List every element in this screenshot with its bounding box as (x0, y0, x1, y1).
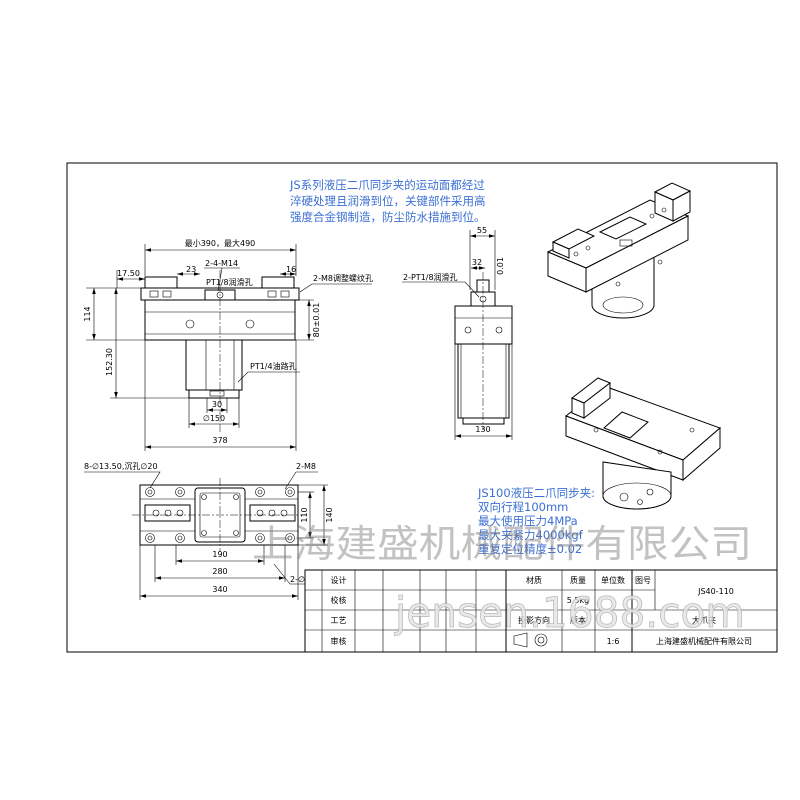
dim-190: 190 (212, 550, 227, 559)
spec-title: JS100液压二爪同步夹: (477, 486, 595, 500)
front-jaw-left (144, 276, 178, 289)
label-counterbore: 8-∅13.50,沉孔∅20 (84, 462, 158, 471)
label-lube-hole: PT1/8润滑孔 (206, 277, 253, 287)
row-label-process: 工艺 (331, 616, 347, 625)
projection-label: 投影方向 (518, 615, 550, 625)
dim-17-50: 17.50 (117, 269, 140, 278)
dim-152-30: 152.30 (105, 348, 114, 376)
bottom-view (132, 478, 306, 552)
part-name: 大爪夹 (692, 615, 716, 625)
dim-16: 16 (286, 265, 296, 274)
iso1-rail-front (547, 251, 587, 293)
side-cylinder-base (462, 417, 505, 425)
front-bolt-hole (245, 319, 255, 329)
counterbore-holes (145, 487, 295, 543)
label-adjust-holes: 2-M8调整螺纹孔 (313, 273, 373, 283)
iso1-center-boss (598, 216, 648, 240)
dim-tolerance: 0.01 (496, 257, 505, 275)
dim-114: 114 (83, 306, 92, 321)
label-oil-port: PT1/4油路孔 (250, 361, 297, 371)
title-block: 设计 校核 工艺 审核 材质 质量 单位数 图号 JS40-110 5.5kg … (304, 569, 778, 653)
dim-378: 378 (212, 436, 227, 445)
label-thread-holes: 2-4-M14 (205, 259, 238, 268)
front-jaw-right (261, 276, 295, 289)
side-upper-body (454, 305, 513, 345)
spec-line: 最大使用压力4MPa (478, 514, 578, 528)
row-label-design: 设计 (331, 575, 347, 585)
watermark-site: jensen.1688.com (394, 588, 745, 637)
note-top-line: 淬硬处理且润滑到位，关键部件采用高 (290, 194, 486, 208)
front-view (140, 270, 300, 432)
dim-130: 130 (475, 425, 490, 434)
side-view-dimensions: 55 32 0.01 2-PT1/8润滑孔 130 (402, 226, 513, 440)
side-cylinder-body (457, 343, 510, 419)
label-side-lube-holes: 2-PT1/8润滑孔 (403, 272, 458, 282)
spec-line: 双向行程100mm (478, 500, 568, 514)
note-top-line: JS系列液压二爪同步夹的运动面都经过 (289, 178, 485, 192)
mass-label: 质量 (570, 575, 586, 585)
front-bolt-hole (185, 319, 195, 329)
dim-dia-150: ∅150 (203, 414, 225, 423)
mass-value: 5.5kg (567, 596, 589, 605)
drawing-no-label: 图号 (635, 576, 651, 585)
dim-80-tol: 80±0.01 (312, 303, 321, 338)
front-cylinder-base (188, 389, 240, 399)
projection-symbol-icon (513, 632, 548, 648)
row-label-check: 校核 (331, 595, 347, 605)
dim-340: 340 (212, 585, 227, 594)
note-top-line: 强度合金钢制造，防尘防水措施到位。 (290, 210, 486, 224)
material-label: 材质 (526, 575, 542, 585)
drawing-number: JS40-110 (697, 587, 734, 596)
dim-23: 23 (186, 265, 196, 274)
watermark-company: 上海建盛机械配件有限公司 (252, 522, 752, 566)
isometric-view-top (546, 182, 692, 319)
spec-note: JS100液压二爪同步夹: 双向行程100mm 最大使用压力4MPa 最大夹紧力… (477, 486, 595, 556)
bottom-jaw-slot-left (144, 504, 191, 522)
iso2-rail-side (682, 426, 721, 482)
dim-32: 32 (472, 258, 482, 267)
dim-280: 280 (212, 567, 227, 576)
dim-140: 140 (325, 507, 334, 522)
units-label: 单位数 (601, 575, 625, 585)
dim-55: 55 (477, 226, 487, 235)
scale-value: 1:6 (607, 637, 620, 646)
isometric-view-bottom (564, 377, 721, 510)
version-label: 版本 (570, 615, 586, 625)
top-note: JS系列液压二爪同步夹的运动面都经过 淬硬处理且润滑到位，关键部件采用高 强度合… (289, 178, 486, 224)
dim-110: 110 (300, 507, 309, 522)
label-m8: 2-M8 (296, 462, 316, 471)
bottom-jaw-slot-right (249, 504, 296, 522)
iso2-center-block (603, 411, 649, 439)
row-label-approve: 审核 (331, 636, 347, 646)
spec-line: 最大夹紧力4000kgf (478, 528, 584, 542)
dim-30: 30 (212, 400, 222, 409)
company-name: 上海建盛机械配件有限公司 (656, 636, 752, 646)
spec-line: 重复定位精度±0.02 (478, 542, 582, 556)
side-view (454, 272, 513, 430)
front-cylinder-body (185, 339, 243, 391)
front-view-dimensions: 最小390，最大490 2-4-M14 17.50 23 16 PT1/8润滑孔… (83, 238, 373, 451)
dim-stroke-range: 最小390，最大490 (185, 238, 256, 248)
bottom-view-dimensions: 8-∅13.50,沉孔∅20 2-M8 110 140 190 280 340 … (84, 462, 334, 600)
